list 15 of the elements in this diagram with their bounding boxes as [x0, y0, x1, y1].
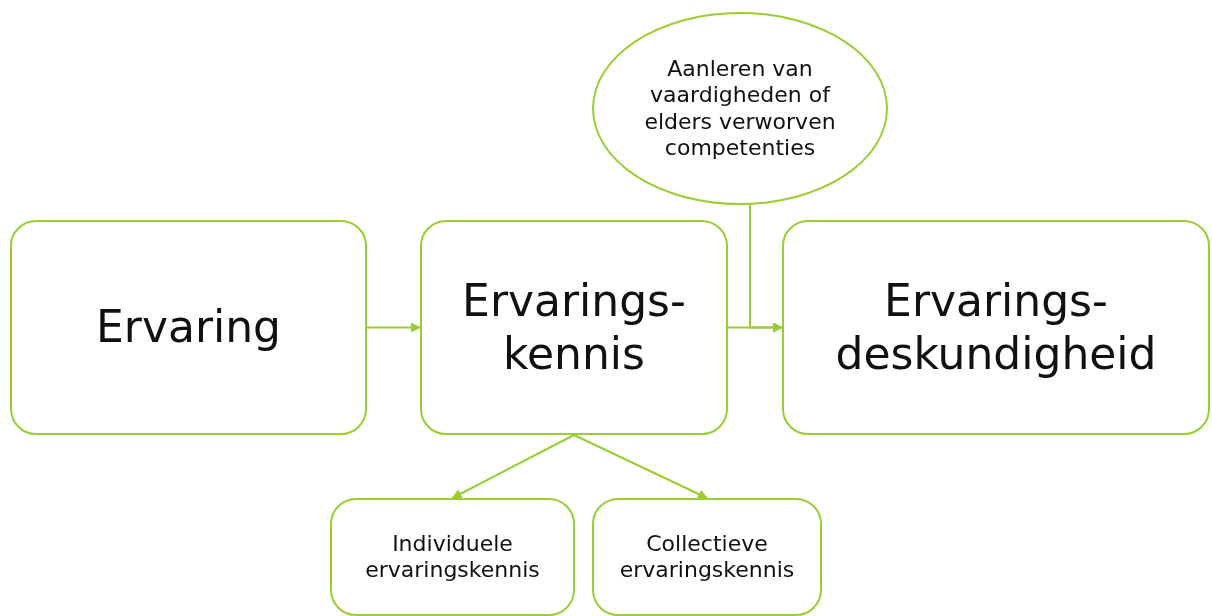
- rounded-box: [10, 220, 367, 435]
- arrow: [451, 434, 575, 499]
- arrow: [573, 434, 708, 499]
- rounded-box: [420, 220, 728, 435]
- node-label: Aanleren van vaardigheden of elders verworven competenties: [643, 55, 837, 162]
- rounded-box: [330, 498, 575, 616]
- node-label: Ervarings- kennis: [461, 274, 687, 381]
- rounded-box: [592, 498, 822, 616]
- node-label: Ervaring: [96, 301, 281, 354]
- node-label: Individuele ervaringskennis: [364, 530, 541, 584]
- arrow: [366, 322, 421, 333]
- arrow: [749, 204, 783, 333]
- rounded-box: [782, 220, 1210, 435]
- node-label: Collectieve ervaringskennis: [618, 530, 796, 584]
- node-label: Ervarings- deskundigheid: [834, 274, 1158, 381]
